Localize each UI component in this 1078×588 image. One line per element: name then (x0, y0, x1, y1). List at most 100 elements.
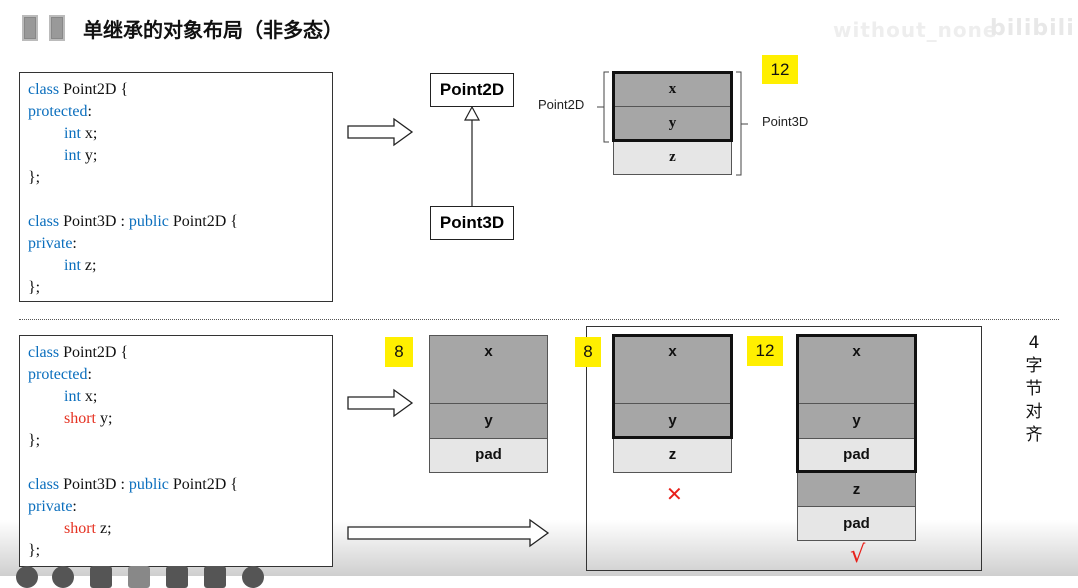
code-keyword: int (28, 388, 81, 405)
code-box-top: class Point2D {protected: int x; int y;}… (19, 72, 333, 302)
alignment-note-char: 4 (1028, 333, 1040, 353)
separator (19, 319, 1059, 320)
code-line: int x; (28, 386, 332, 408)
code-line: short z; (28, 518, 332, 540)
code-line (28, 452, 332, 474)
code-keyword: public (128, 476, 169, 493)
code-keyword: int (28, 257, 81, 274)
field-pad: pad (797, 506, 916, 541)
screen-icon[interactable] (204, 566, 226, 588)
code-text: }; (28, 279, 41, 296)
field-x: x (797, 335, 916, 404)
code-text: z; (80, 257, 97, 274)
code-line: private: (28, 233, 332, 255)
comparison-frame (586, 326, 982, 571)
camera-icon[interactable] (166, 566, 188, 588)
pen-icon[interactable] (90, 566, 112, 588)
label-point2d: Point2D (538, 97, 585, 112)
code-line: short y; (28, 408, 332, 430)
code-keyword: short (28, 410, 96, 427)
code-line: int z; (28, 255, 332, 277)
field-x: x (429, 335, 548, 404)
arrow-right-icon (347, 117, 414, 147)
code-text: Point3D : (59, 476, 129, 493)
code-text: }; (28, 542, 41, 559)
code-line: private: (28, 496, 332, 518)
code-text: Point3D : (59, 213, 129, 230)
page-title: 单继承的对象布局（非多态） (83, 18, 343, 42)
brace-icon (597, 71, 609, 143)
size-badge: 12 (762, 55, 798, 84)
slide-icon (49, 15, 65, 41)
field-z: z (797, 472, 916, 507)
long-arrow-right-icon (347, 518, 550, 548)
code-line: }; (28, 167, 332, 189)
more-icon[interactable] (242, 566, 264, 588)
code-keyword: class (28, 81, 60, 98)
code-line: }; (28, 540, 332, 562)
code-text: x; (80, 125, 98, 142)
code-line: class Point2D { (28, 79, 332, 101)
size-badge-base: 8 (385, 337, 413, 367)
code-text: : (72, 235, 77, 252)
back-icon[interactable] (16, 566, 38, 588)
field-pad: pad (797, 438, 916, 473)
size-badge-right: 12 (747, 336, 783, 366)
slide-icon (22, 15, 38, 41)
code-text: Point2D { (59, 81, 129, 98)
code-keyword: short (28, 520, 96, 537)
code-keyword: private (28, 498, 73, 515)
code-text: : (87, 366, 92, 383)
code-line: int x; (28, 123, 332, 145)
alignment-note-char: 节 (1025, 379, 1043, 399)
code-text: }; (28, 432, 41, 449)
code-text: Point2D { (59, 344, 129, 361)
code-line: }; (28, 277, 332, 299)
code-text: : (72, 498, 77, 515)
code-line: class Point2D { (28, 342, 332, 364)
code-text: z; (96, 520, 112, 537)
class-box-point3d: Point3D (430, 206, 514, 240)
code-text: y; (80, 147, 98, 164)
size-badge-wrong: 8 (575, 337, 601, 367)
code-line: class Point3D : public Point2D { (28, 211, 332, 233)
alignment-note: 4 字节对齐 (1024, 332, 1044, 447)
code-keyword: protected (28, 366, 88, 383)
field-z: z (613, 140, 732, 175)
alignment-note-char: 字 (1025, 356, 1043, 376)
code-keyword: int (28, 147, 81, 164)
field-z: z (613, 438, 732, 473)
code-keyword: class (28, 476, 60, 493)
code-keyword: private (28, 235, 73, 252)
code-line: int y; (28, 145, 332, 167)
code-text: y; (96, 410, 113, 427)
field-y: y (613, 106, 732, 141)
code-box-bottom: class Point2D {protected: int x; short y… (19, 335, 333, 567)
alignment-note-char: 对 (1025, 402, 1043, 422)
brace-icon (736, 71, 748, 176)
correct-mark: √ (850, 540, 866, 568)
code-line: protected: (28, 364, 332, 386)
alignment-note-char: 齐 (1025, 425, 1043, 445)
code-text: : (87, 103, 92, 120)
class-box-point2d: Point2D (430, 73, 514, 107)
code-text: }; (28, 169, 41, 186)
field-y: y (429, 403, 548, 439)
code-text: x; (80, 388, 98, 405)
code-keyword: int (28, 125, 81, 142)
field-x: x (613, 335, 732, 404)
code-text: Point2D { (168, 476, 238, 493)
code-line: protected: (28, 101, 332, 123)
forward-icon[interactable] (52, 566, 74, 588)
code-keyword: protected (28, 103, 88, 120)
wrong-mark: ✕ (666, 482, 683, 506)
field-x: x (613, 72, 732, 107)
inheritance-arrow-icon (463, 106, 481, 207)
code-text: Point2D { (168, 213, 238, 230)
code-keyword: class (28, 213, 60, 230)
zoom-icon[interactable] (128, 566, 150, 588)
watermark: without_none (833, 18, 998, 42)
arrow-right-icon (347, 388, 414, 418)
label-point3d: Point3D (762, 114, 809, 129)
code-line (28, 189, 332, 211)
